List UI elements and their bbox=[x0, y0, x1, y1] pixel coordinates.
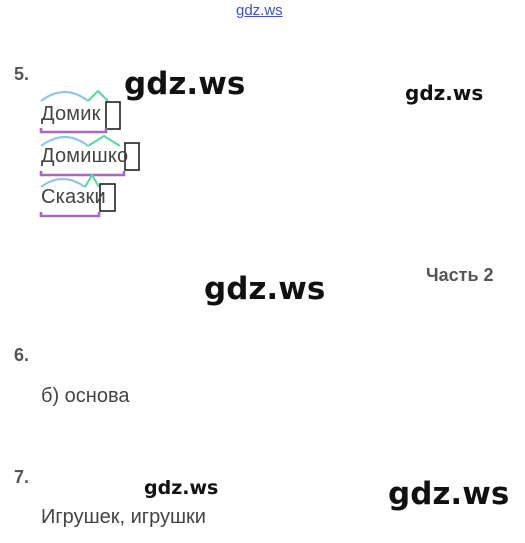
stem-underline bbox=[39, 212, 101, 218]
ending-box bbox=[99, 183, 116, 212]
stem-underline bbox=[39, 128, 108, 134]
task-6-number: 6. bbox=[14, 345, 30, 365]
task-5-number: 5. bbox=[14, 64, 30, 84]
ending-box bbox=[105, 101, 121, 130]
stem-underline bbox=[39, 171, 126, 177]
watermark: gdz.ws bbox=[388, 476, 510, 512]
word-domishko: Домишко bbox=[41, 145, 129, 167]
watermark: gdz.ws bbox=[144, 477, 219, 499]
part-label: Часть 2 bbox=[426, 265, 494, 285]
watermark-top: gdz.ws bbox=[236, 2, 283, 19]
suffix-mark bbox=[87, 89, 109, 102]
root-arc bbox=[40, 90, 89, 102]
suffix-mark bbox=[84, 172, 100, 188]
watermark: gdz.ws bbox=[204, 271, 326, 307]
task-7-answer: Игрушек, игрушки bbox=[41, 506, 206, 528]
word-skazki: Сказки bbox=[41, 186, 106, 208]
root-arc bbox=[40, 177, 86, 188]
word-domik: Домик bbox=[41, 103, 101, 125]
ending-box bbox=[124, 142, 140, 171]
task-6-answer: б) основа bbox=[41, 385, 130, 407]
root-arc bbox=[40, 135, 89, 147]
watermark: gdz.ws bbox=[124, 66, 246, 102]
watermark: gdz.ws bbox=[405, 81, 484, 105]
task-7-number: 7. bbox=[14, 467, 30, 487]
suffix-mark bbox=[87, 134, 121, 147]
